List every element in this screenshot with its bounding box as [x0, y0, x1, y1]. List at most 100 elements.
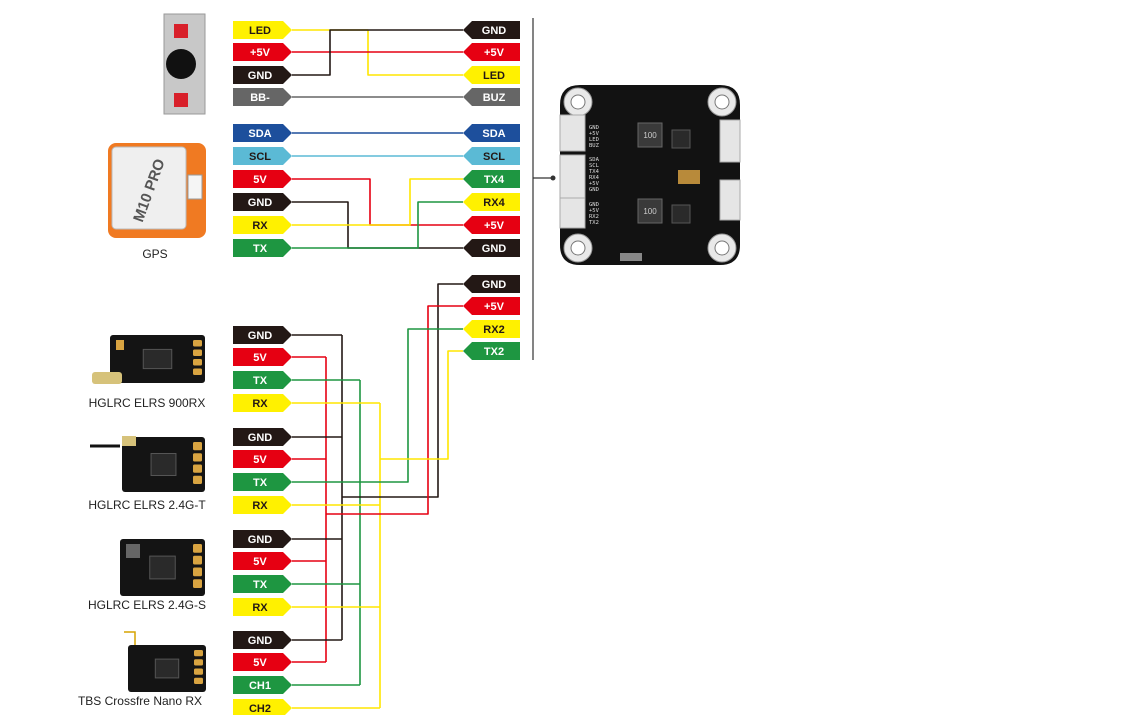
pin-tag-label: SCL: [249, 151, 271, 163]
pin-tag-label: 5V: [253, 556, 267, 568]
pin-tag-shape: [233, 631, 292, 649]
gps-pin-gnd: GND: [233, 193, 292, 211]
fc-component: [678, 170, 700, 184]
pin-tag-label: +5V: [484, 47, 505, 59]
fc-pin-buz: BUZ: [463, 88, 520, 106]
receiver-pin-tx: TX: [233, 473, 292, 491]
inductor-bottom: [637, 198, 663, 224]
pin-tag-label: GND: [248, 197, 273, 209]
antenna-ceramic: [126, 544, 140, 558]
antenna-connector: [92, 372, 122, 384]
pin-tag-shape: [463, 193, 520, 211]
fc-pin-gnd: GND: [463, 239, 520, 257]
fc-silk-label: SDA: [589, 157, 600, 163]
fc-usb-port: [620, 253, 642, 261]
pin-tag-label: LED: [483, 70, 505, 82]
fc-silk-label: RX2: [589, 214, 599, 220]
pin-tag-shape: [233, 43, 292, 61]
receiver-pad: [193, 555, 202, 565]
pin-tag-shape: [233, 124, 292, 142]
buzzer-led-top: [174, 24, 188, 38]
trunk-5v: [326, 305, 463, 515]
fc-silk-label: GND: [589, 125, 599, 131]
fc-silk-label: TX4: [589, 169, 600, 175]
receiver-caption: HGLRC ELRS 2.4G-S: [88, 598, 206, 612]
receiver-pin-rx: RX: [233, 496, 292, 514]
receiver-pad: [193, 340, 202, 347]
pin-tag-shape: [463, 275, 520, 293]
receiver-pin-gnd: GND: [233, 326, 292, 344]
pin-tag-shape: [233, 170, 292, 188]
fc-silk-label: TX2: [589, 220, 599, 226]
pin-tag-shape: [233, 473, 292, 491]
button-pad: [116, 340, 124, 350]
receiver-pin-tx: TX: [233, 371, 292, 389]
gps-pin-scl: SCL: [233, 147, 292, 165]
receiver-pad: [193, 359, 202, 366]
wire-gps-tx: [292, 201, 463, 249]
pin-tag-shape: [463, 88, 520, 106]
pin-tag-shape: [233, 239, 292, 257]
fc-pin-led: LED: [463, 66, 520, 84]
receiver-pin-ch1: CH1: [233, 676, 292, 694]
receiver-chip: [154, 658, 180, 679]
fc-pin-+5v: +5V: [463, 216, 520, 234]
receiver-pad: [193, 544, 202, 553]
receiver-caption: TBS Crossfre Nano RX: [78, 694, 202, 708]
trunk-gnd: [342, 283, 463, 498]
pin-tag-label: +5V: [250, 47, 271, 59]
pin-tag-label: BUZ: [483, 92, 506, 104]
pin-tag-shape: [233, 598, 292, 616]
pin-tag-label: 5V: [253, 352, 267, 364]
fc-bracket-dot: [550, 175, 556, 181]
receiver-pad: [193, 453, 202, 462]
fc-connector-right: [719, 119, 741, 163]
pin-tag-shape: [463, 297, 520, 315]
pin-tag-label: GND: [482, 25, 507, 37]
antenna-connector: [122, 436, 136, 446]
wire-gps-5v: [292, 178, 463, 226]
fc-chip: [671, 129, 691, 149]
pin-tag-shape: [463, 239, 520, 257]
pin-tag-shape: [233, 676, 292, 694]
receiver-pad: [193, 475, 202, 484]
receiver-pad: [194, 668, 203, 675]
pin-tag-label: TX: [253, 477, 268, 489]
buzzer-led-bottom: [174, 93, 188, 107]
pin-tag-label: TX: [253, 375, 268, 387]
pin-tag-label: RX: [252, 602, 268, 614]
pin-tag-label: RX: [252, 220, 268, 232]
wire-gps-rx: [292, 178, 463, 226]
pin-tag-label: TX: [253, 579, 268, 591]
fc-connector-left: [559, 197, 586, 229]
mounting-hole-inner: [714, 240, 730, 256]
gps-pin-rx: RX: [233, 216, 292, 234]
mounting-hole-inner: [714, 94, 730, 110]
inductor-top: [637, 122, 663, 148]
pin-tag-shape: [463, 170, 520, 188]
wire-buzzer-gnd: [292, 29, 463, 76]
pin-tag-label: GND: [248, 635, 273, 647]
pin-tag-label: RX4: [483, 197, 505, 209]
pin-tag-shape: [233, 450, 292, 468]
receiver-pin-rx: RX: [233, 394, 292, 412]
mounting-hole-inner: [570, 240, 586, 256]
receiver-pad: [193, 368, 202, 375]
receiver-pin-5v: 5V: [233, 653, 292, 671]
fc-silk-label: +5V: [589, 131, 600, 137]
receiver-pin-gnd: GND: [233, 631, 292, 649]
buzzer-pin-bb-: BB-: [233, 88, 292, 106]
fc-pin-gnd: GND: [463, 275, 520, 293]
receiver-caption: HGLRC ELRS 900RX: [89, 396, 206, 410]
fc-pin-rx2: RX2: [463, 320, 520, 338]
fc-silk-label: RX4: [589, 175, 600, 181]
receiver-pad: [194, 650, 203, 657]
gps-pin-5v: 5V: [233, 170, 292, 188]
pin-tag-shape: [233, 394, 292, 412]
receiver-pin-rx: RX: [233, 598, 292, 616]
fc-silk-label: SCL: [589, 163, 600, 169]
gps-pin-sda: SDA: [233, 124, 292, 142]
pin-tag-label: BB-: [250, 92, 270, 104]
fc-pin-+5v: +5V: [463, 297, 520, 315]
